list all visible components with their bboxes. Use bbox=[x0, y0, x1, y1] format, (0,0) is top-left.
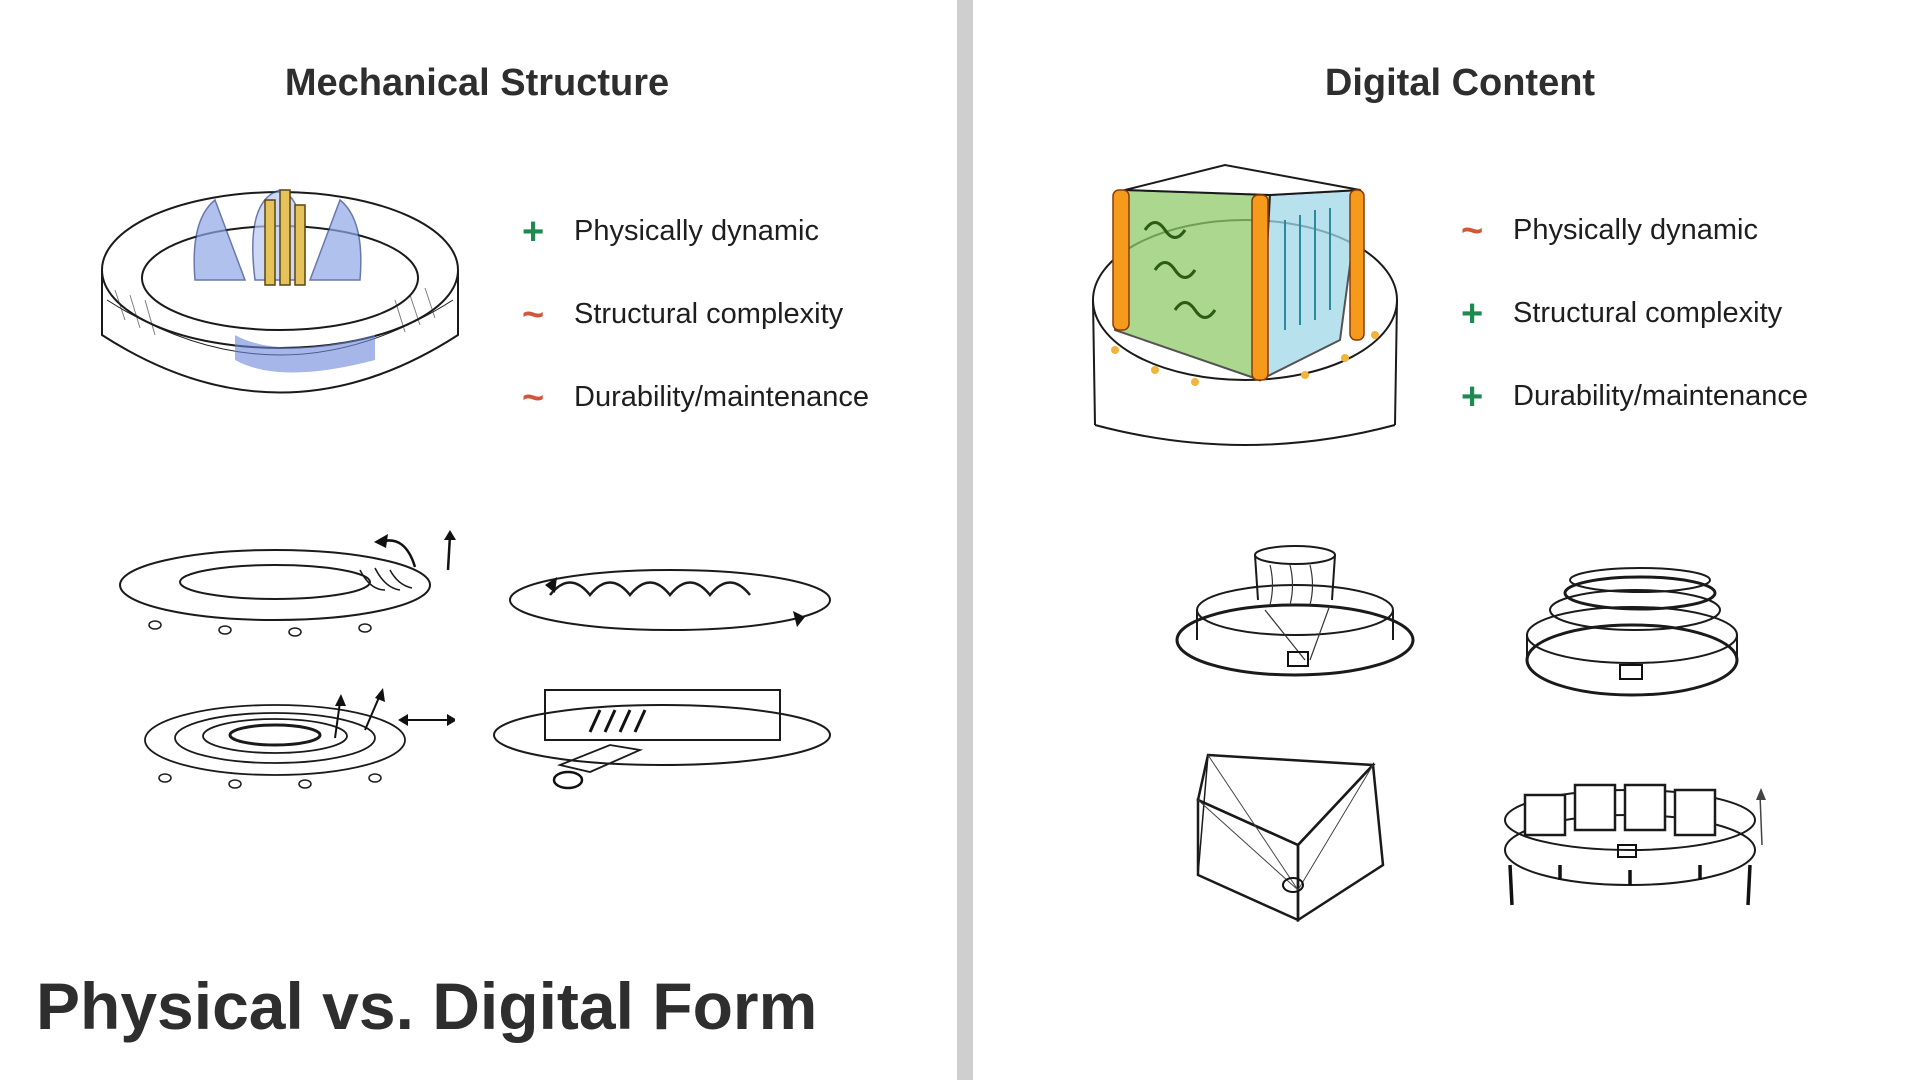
ring-fountain-sketch-icon bbox=[101, 189, 459, 394]
right-column-heading: Digital Content bbox=[1324, 62, 1596, 104]
feature-label: Durability/maintenance bbox=[574, 381, 869, 413]
rotating-ring-sketch-icon bbox=[119, 530, 456, 637]
left-feature-item: ~ Durability/maintenance bbox=[522, 356, 869, 439]
cylinder-projection-sketch-icon bbox=[1175, 545, 1415, 677]
slide-title: Physical vs. Digital Form bbox=[36, 969, 818, 1043]
feature-label: Physically dynamic bbox=[1513, 214, 1758, 246]
feature-label: Structural complexity bbox=[1513, 297, 1783, 329]
left-feature-item: ~ Structural complexity bbox=[522, 273, 869, 356]
triangle-prism-sketch-icon bbox=[1196, 753, 1385, 923]
feature-label: Physically dynamic bbox=[574, 215, 819, 247]
tilde-icon: ~ bbox=[522, 293, 545, 336]
tilde-icon: ~ bbox=[522, 376, 545, 419]
plus-icon: + bbox=[1461, 292, 1484, 335]
left-column-heading: Mechanical Structure bbox=[284, 62, 670, 104]
right-feature-list: ~ Physically dynamic + Structural comple… bbox=[1461, 189, 1808, 438]
right-feature-item: ~ Physically dynamic bbox=[1461, 189, 1808, 272]
stacked-disc-sketch-icon bbox=[1525, 567, 1739, 697]
sliding-panel-sketch-icon bbox=[493, 689, 831, 790]
left-feature-list: + Physically dynamic ~ Structural comple… bbox=[522, 190, 869, 439]
spiral-ring-sketch-icon bbox=[144, 688, 455, 789]
right-feature-item: + Structural complexity bbox=[1461, 272, 1808, 355]
right-feature-item: + Durability/maintenance bbox=[1461, 355, 1808, 438]
column-divider bbox=[957, 0, 973, 1080]
plus-icon: + bbox=[522, 210, 545, 253]
feature-label: Structural complexity bbox=[574, 298, 844, 330]
feature-label: Durability/maintenance bbox=[1513, 380, 1808, 412]
triangle-screen-sketch-icon bbox=[1092, 163, 1398, 446]
tilde-icon: ~ bbox=[1461, 209, 1484, 252]
wave-ring-sketch-icon bbox=[509, 569, 831, 631]
plus-icon: + bbox=[1461, 375, 1484, 418]
left-feature-item: + Physically dynamic bbox=[522, 190, 869, 273]
panel-ring-sketch-icon bbox=[1504, 783, 1766, 906]
